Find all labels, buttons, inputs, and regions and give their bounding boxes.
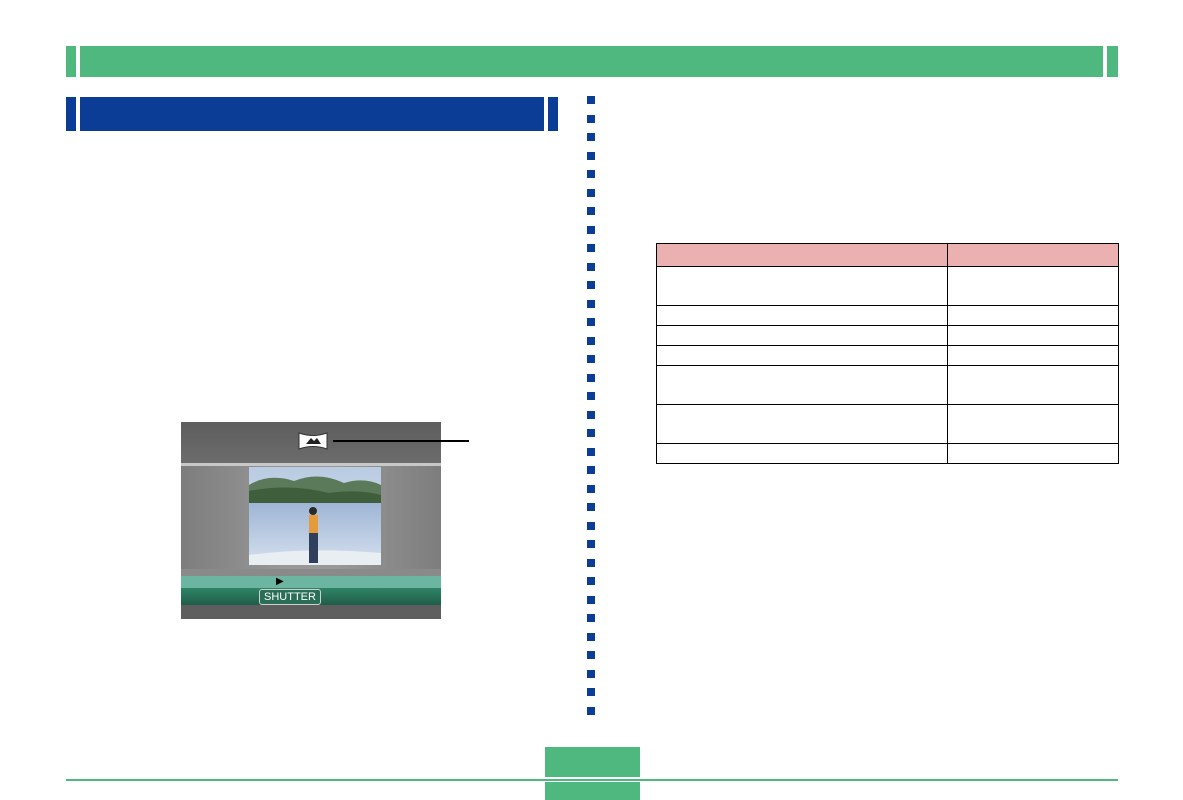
- table-row: [656, 345, 1119, 366]
- top-banner-divider-right: [1103, 46, 1107, 77]
- table-row: [656, 443, 1119, 464]
- table-header-cell: [656, 243, 948, 267]
- table-cell: [656, 404, 948, 444]
- settings-table: [656, 243, 1119, 464]
- table-cell: [656, 325, 948, 346]
- shutter-button-label: SHUTTER: [259, 589, 321, 605]
- table-cell: [947, 365, 1119, 405]
- screen-info-bar: [181, 576, 441, 588]
- table-cell: [947, 345, 1119, 366]
- table-row: [656, 365, 1119, 405]
- page-number-box: [545, 747, 640, 777]
- section-header-divider-right: [544, 97, 548, 131]
- top-banner: [66, 46, 1118, 77]
- preview-photo: [249, 467, 381, 565]
- table-cell: [947, 325, 1119, 346]
- table-row: [656, 266, 1119, 306]
- table-cell: [947, 443, 1119, 464]
- table-cell: [656, 365, 948, 405]
- screen-separator: [181, 463, 441, 466]
- section-header-divider-left: [76, 97, 80, 131]
- table-header-row: [656, 243, 1119, 267]
- table-cell: [947, 266, 1119, 306]
- page-number-box-lower: [545, 782, 640, 800]
- callout-line: [333, 440, 469, 442]
- column-divider: [587, 96, 597, 736]
- table-row: [656, 305, 1119, 326]
- table-cell: [656, 443, 948, 464]
- screen-bottom-bar: [181, 605, 441, 619]
- table-row: [656, 404, 1119, 444]
- table-header-cell: [947, 243, 1119, 267]
- table-cell: [947, 404, 1119, 444]
- table-cell: [656, 266, 948, 306]
- section-header: [66, 97, 558, 131]
- play-indicator: ▶: [276, 576, 284, 587]
- footer-rule: [66, 779, 1118, 781]
- table-cell: [656, 305, 948, 326]
- table-row: [656, 325, 1119, 346]
- top-banner-divider-left: [76, 46, 80, 77]
- table-cell: [947, 305, 1119, 326]
- camera-screen: ▶ SHUTTER: [181, 422, 441, 619]
- landscape-mode-icon: [298, 431, 328, 451]
- table-cell: [656, 345, 948, 366]
